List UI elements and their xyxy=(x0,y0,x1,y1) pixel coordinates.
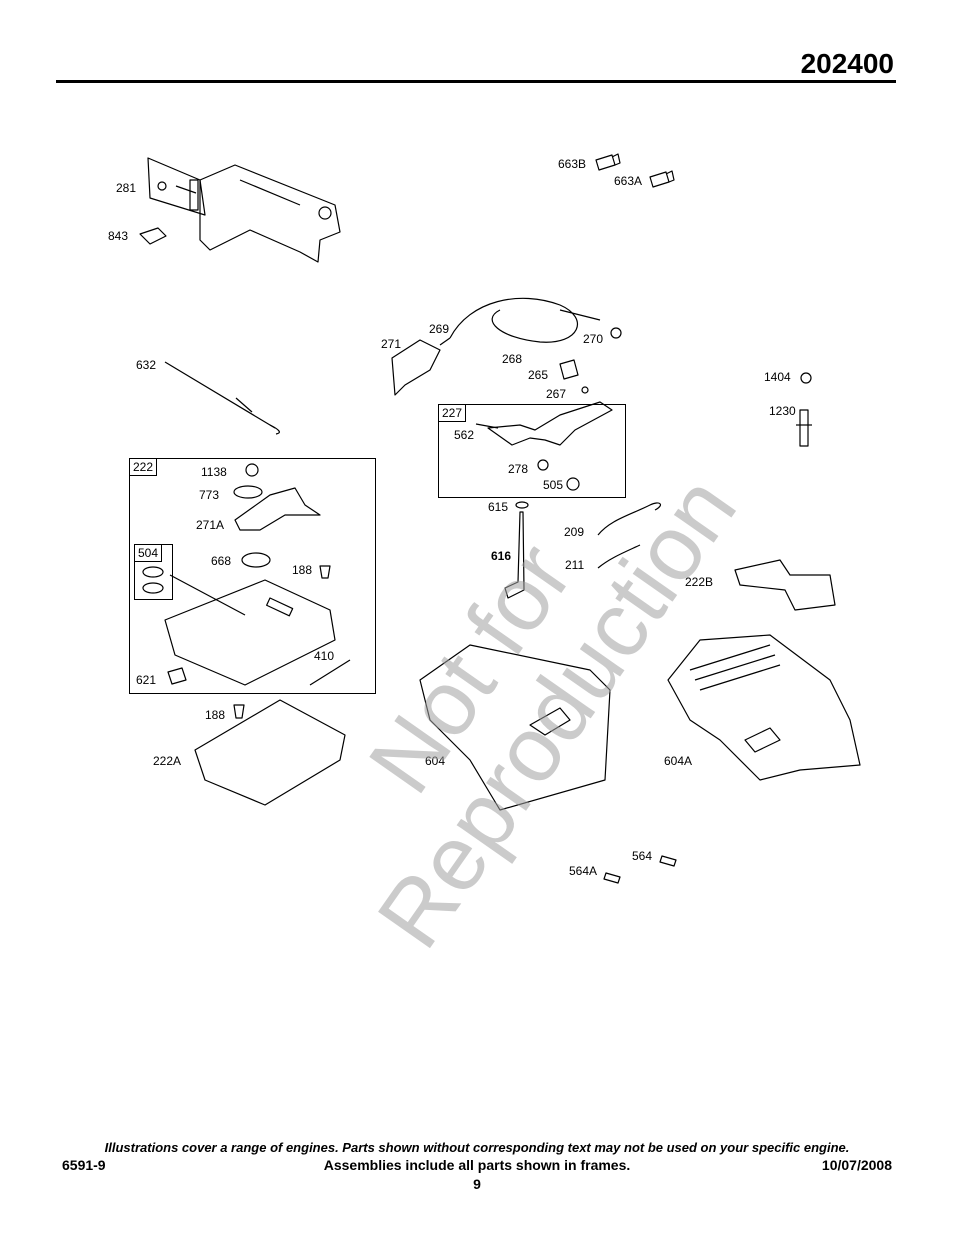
part-505-nut xyxy=(566,477,580,491)
part-188-bolt xyxy=(319,565,331,579)
callout-209: 209 xyxy=(564,525,585,539)
callout-604A: 604A xyxy=(664,754,693,768)
part-604A-shroud xyxy=(667,634,861,781)
footer-assemblies-note: Assemblies include all parts shown in fr… xyxy=(323,1157,631,1173)
callout-269: 269 xyxy=(429,322,450,336)
leader-504 xyxy=(169,574,246,616)
frame-227-label: 227 xyxy=(439,405,467,422)
part-222B-bracket xyxy=(734,559,836,611)
callout-668: 668 xyxy=(211,554,232,568)
part-267-screw xyxy=(581,386,589,394)
part-843-clip xyxy=(139,227,167,245)
footer-disclaimer: Illustrations cover a range of engines. … xyxy=(104,1140,850,1155)
callout-562: 562 xyxy=(454,428,475,442)
callout-265: 265 xyxy=(528,368,549,382)
part-188b-bolt xyxy=(233,704,245,719)
part-632-rod xyxy=(164,361,280,435)
frame-222-label: 222 xyxy=(130,459,158,476)
callout-632: 632 xyxy=(136,358,157,372)
part-270-nut xyxy=(610,327,622,339)
callout-268: 268 xyxy=(502,352,523,366)
callout-188a: 188 xyxy=(292,563,313,577)
part-222-base-slot xyxy=(266,597,294,617)
callout-271A: 271A xyxy=(196,518,225,532)
part-621-clip xyxy=(167,667,187,685)
frame-504: 504 xyxy=(134,544,173,600)
callout-773: 773 xyxy=(199,488,220,502)
part-278-washer xyxy=(537,459,549,471)
callout-621: 621 xyxy=(136,673,157,687)
callout-271: 271 xyxy=(381,337,402,351)
callout-222A: 222A xyxy=(153,754,182,768)
part-615-washer xyxy=(515,501,529,509)
header-rule xyxy=(56,80,896,83)
part-663B-bolt xyxy=(595,153,621,171)
callout-267: 267 xyxy=(546,387,567,401)
callout-663B: 663B xyxy=(558,157,587,171)
callout-1230: 1230 xyxy=(769,404,796,418)
part-410-rod xyxy=(309,659,351,686)
frame-222: 222 xyxy=(129,458,376,694)
page-number: 9 xyxy=(473,1176,481,1192)
callout-278: 278 xyxy=(508,462,529,476)
part-1404-nut xyxy=(800,372,812,384)
callout-281: 281 xyxy=(116,181,137,195)
callout-564: 564 xyxy=(632,849,653,863)
part-562-bracket xyxy=(475,401,613,446)
part-211-spring xyxy=(597,544,641,569)
callout-615: 615 xyxy=(488,500,509,514)
callout-843: 843 xyxy=(108,229,129,243)
part-1138-nut xyxy=(245,463,259,477)
callout-188b: 188 xyxy=(205,708,226,722)
callout-505: 505 xyxy=(543,478,564,492)
callout-211: 211 xyxy=(565,558,585,572)
part-504-washer-a xyxy=(142,566,164,578)
callout-1138: 1138 xyxy=(201,465,227,479)
part-564A-screw xyxy=(603,872,621,884)
part-281-bracket xyxy=(147,157,341,263)
footer-date: 10/07/2008 xyxy=(821,1157,892,1173)
callout-270: 270 xyxy=(583,332,604,346)
part-271A-lever xyxy=(234,487,321,531)
part-265-clip xyxy=(559,359,579,380)
callout-616: 616 xyxy=(491,549,512,563)
part-1230-plug xyxy=(796,409,812,447)
footer-doc-number: 6591-9 xyxy=(62,1157,106,1173)
part-564-screw xyxy=(659,855,677,867)
callout-564A: 564A xyxy=(569,864,598,878)
part-504-washer-b xyxy=(142,582,164,594)
part-773-washer xyxy=(233,485,263,499)
part-271-lever xyxy=(391,339,441,396)
callout-410: 410 xyxy=(314,649,335,663)
part-209-spring xyxy=(597,502,662,536)
callout-222B: 222B xyxy=(685,575,714,589)
callout-604: 604 xyxy=(425,754,446,768)
part-663A-bolt xyxy=(649,170,675,188)
part-222-base-plate xyxy=(164,579,336,686)
frame-504-label: 504 xyxy=(135,545,163,562)
page-title: 202400 xyxy=(800,48,894,79)
part-668-washer xyxy=(241,552,271,568)
callout-663A: 663A xyxy=(614,174,643,188)
part-268-cable xyxy=(439,297,601,346)
frame-227: 227 xyxy=(438,404,626,498)
callout-1404: 1404 xyxy=(764,370,791,384)
part-604-shroud xyxy=(419,644,611,811)
part-222A-base-plate xyxy=(194,699,346,806)
part-616-shaft xyxy=(504,511,525,599)
